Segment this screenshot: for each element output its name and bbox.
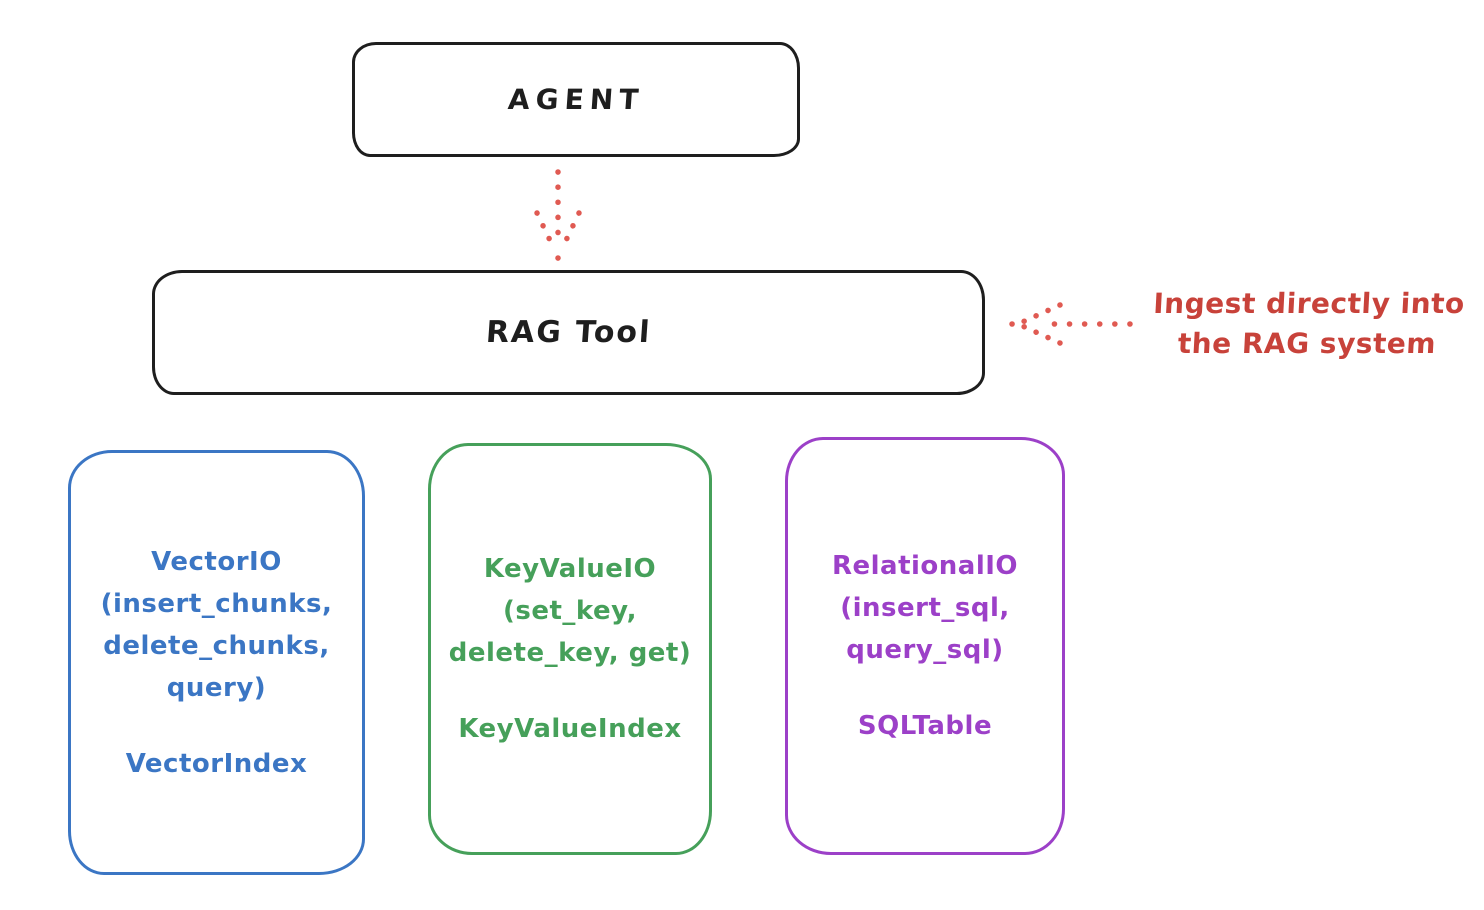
agent-label: AGENT	[506, 83, 646, 116]
agent-node: AGENT	[352, 42, 800, 157]
ingest-annotation: Ingest directly into the RAG system	[1138, 284, 1478, 364]
relational-io-methods-line1: (insert_sql,	[840, 593, 1010, 623]
key-value-index-label: KeyValueIndex	[458, 714, 682, 744]
vector-io-methods-line1: (insert_chunks,	[100, 588, 333, 619]
ingest-annotation-line1: Ingest directly into	[1152, 287, 1466, 320]
key-value-io-node: KeyValueIO (set_key, delete_key, get) Ke…	[428, 443, 712, 855]
rag-tool-label: RAG Tool	[484, 315, 653, 350]
vector-io-node: VectorIO (insert_chunks, delete_chunks, …	[68, 450, 365, 875]
key-value-io-title: KeyValueIO	[483, 554, 657, 584]
vector-io-title: VectorIO	[151, 546, 282, 577]
dotted-arrow-down-icon	[534, 169, 582, 261]
vector-io-methods-line2: delete_chunks,	[103, 630, 330, 661]
vector-io-methods-line3: query)	[166, 672, 267, 703]
relational-io-methods-line2: query_sql)	[846, 635, 1004, 665]
rag-tool-node: RAG Tool	[152, 270, 985, 395]
key-value-io-methods-line2: delete_key, get)	[448, 638, 692, 668]
relational-io-title: RelationalIO	[831, 551, 1019, 581]
key-value-io-methods-line1: (set_key,	[503, 596, 637, 626]
sql-table-label: SQLTable	[857, 711, 993, 741]
ingest-annotation-line2: the RAG system	[1177, 327, 1437, 360]
vector-index-label: VectorIndex	[125, 748, 308, 779]
relational-io-node: RelationalIO (insert_sql, query_sql) SQL…	[785, 437, 1065, 855]
dotted-arrow-left-icon	[1009, 302, 1133, 346]
